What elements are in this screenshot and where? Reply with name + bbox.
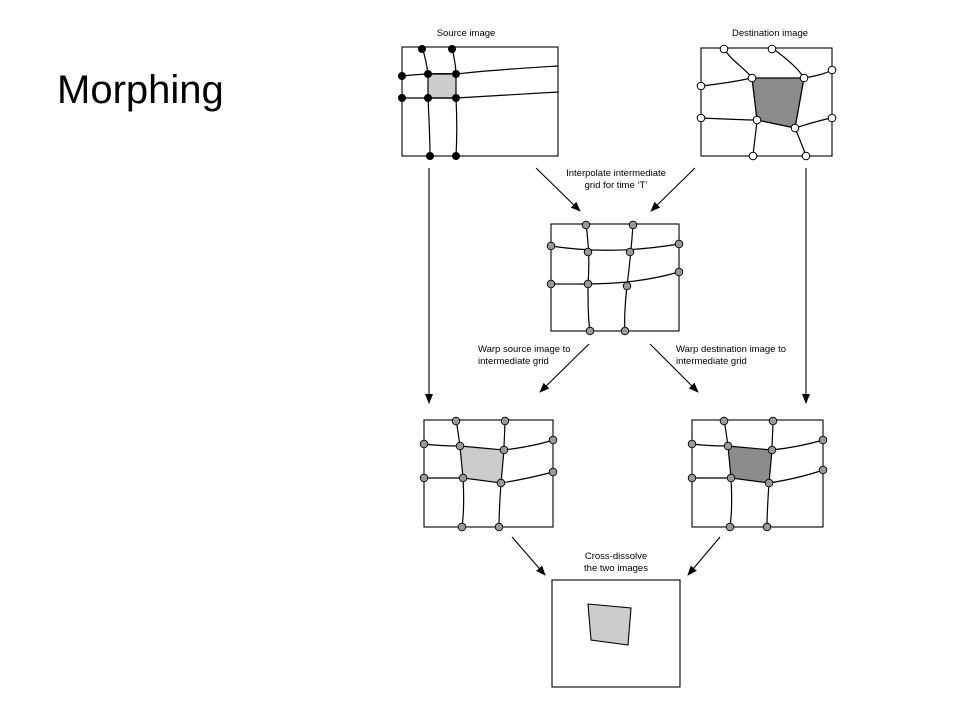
cross-dissolve-label-line1: Cross-dissolve — [585, 551, 647, 562]
warped-destination-points — [687, 416, 828, 532]
cross-dissolve-label-line2: the two images — [584, 563, 648, 574]
warp-source-label-line1: Warp source image to — [478, 344, 571, 355]
destination-control-points — [696, 44, 837, 161]
result-image-panel — [551, 579, 681, 688]
arrow-warped-destination-to-result — [687, 536, 721, 576]
warp-destination-label-line2: intermediate grid — [676, 356, 747, 367]
warped-source-points — [419, 416, 558, 532]
warped-destination-panel — [687, 416, 828, 532]
source-control-points — [398, 45, 460, 160]
arrow-warp-source — [539, 343, 590, 393]
result-morphed-cell — [587, 603, 632, 646]
slide-title: Morphing — [57, 68, 224, 112]
warped-source-panel — [419, 416, 558, 532]
interpolate-label-line1: Interpolate intermediate — [566, 168, 666, 179]
arrow-warped-source-to-result — [511, 536, 546, 576]
source-image-label: Source image — [437, 28, 496, 39]
warp-source-label-line2: intermediate grid — [478, 356, 549, 367]
destination-image-panel: Destination image — [696, 28, 837, 161]
source-image-panel: Source image — [398, 28, 559, 160]
interpolate-label-line2: grid for time ‘T’ — [585, 180, 648, 191]
warp-destination-label-line1: Warp destination image to — [676, 344, 786, 355]
arrow-warp-destination — [649, 343, 699, 393]
destination-image-label: Destination image — [732, 28, 808, 39]
intermediate-grid-panel — [546, 220, 684, 336]
arrow-source-to-intermediate — [535, 167, 581, 212]
intermediate-grid-points — [546, 220, 684, 336]
source-highlight-cell — [427, 73, 457, 99]
arrow-destination-to-intermediate — [650, 167, 696, 212]
